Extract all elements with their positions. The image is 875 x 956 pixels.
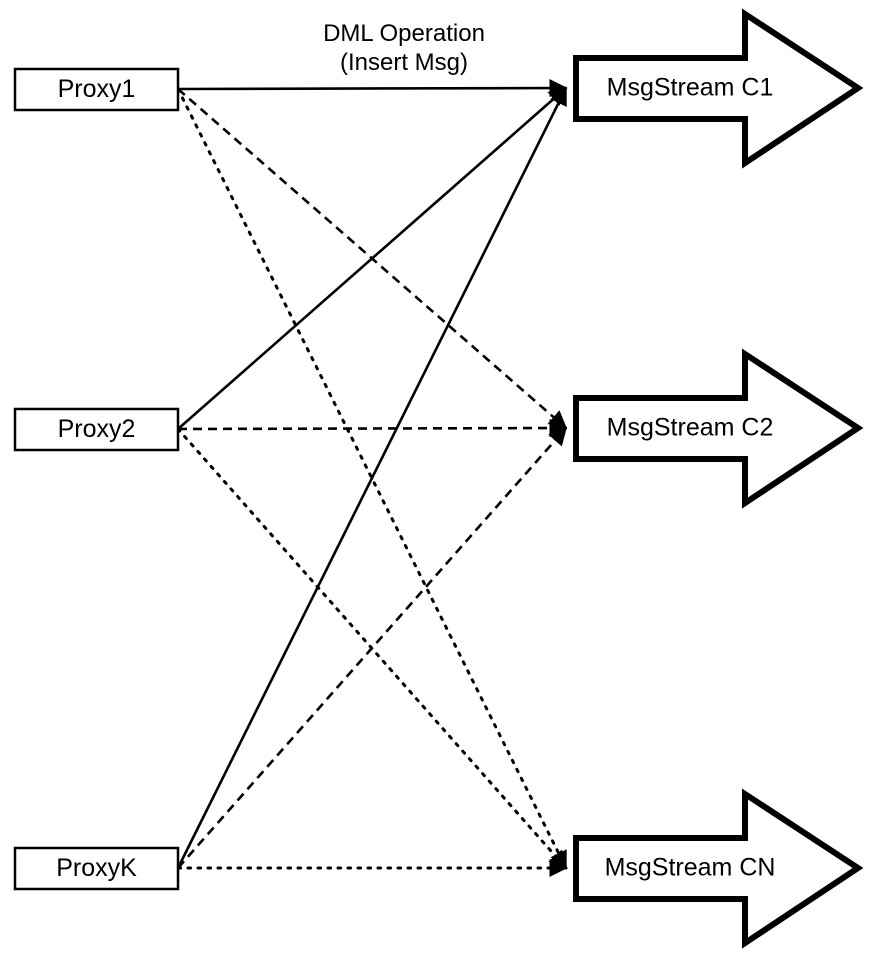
annotation-line-2: (Insert Msg) [340,49,468,76]
proxy-node-proxyK[interactable]: ProxyK [13,846,180,891]
edge-proxyK-c2 [177,426,568,869]
proxy-box-shape [13,846,180,891]
proxy-label: Proxy2 [58,415,136,443]
edge-proxy2-c1 [177,86,568,430]
annotation-line-1: DML Operation [323,20,485,47]
edge-layer [176,78,568,877]
proxy-box-shape [13,407,180,452]
proxy-label: ProxyK [56,854,137,882]
stream-node-stream_c2[interactable]: MsgStream C2 [573,348,864,509]
stream-label: MsgStream CN [605,854,776,882]
edge-proxy2-c2 [177,418,568,438]
stream-node-layer: MsgStream C1 MsgStream C2 MsgStream CN [573,8,864,949]
stream-label: MsgStream C2 [607,414,774,442]
stream-arrow-shape [573,8,864,169]
stream-node-stream_cn[interactable]: MsgStream CN [573,788,864,949]
stream-arrow-shape [573,788,864,949]
annotation-layer: DML Operation(Insert Msg) [323,20,485,76]
edge-proxy1-c1 [177,78,568,98]
proxy-node-proxy1[interactable]: Proxy1 [13,67,180,112]
edge-proxyK-c1 [176,86,568,869]
stream-label: MsgStream C1 [607,74,774,102]
stream-arrow-shape [573,348,864,509]
proxy-node-proxy2[interactable]: Proxy2 [13,407,180,452]
proxy-label: Proxy1 [58,75,136,103]
stream-node-stream_c1[interactable]: MsgStream C1 [573,8,864,169]
dml-operation-label: DML Operation(Insert Msg) [323,20,485,76]
proxy-box-shape [13,67,180,112]
